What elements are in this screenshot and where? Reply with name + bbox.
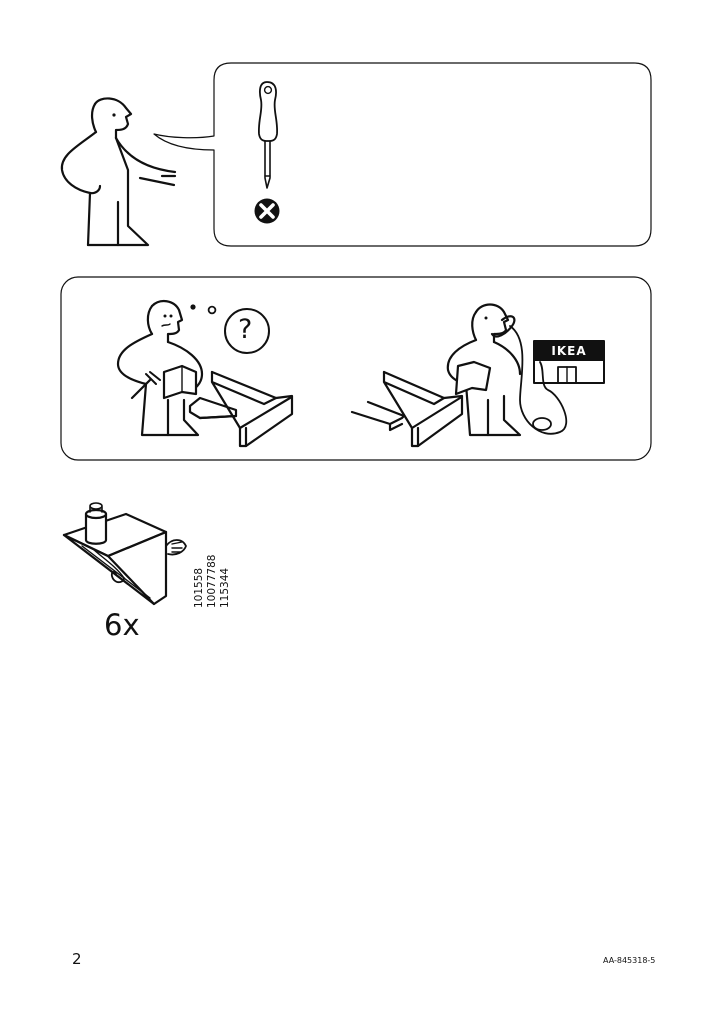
part-number-2: 10077788: [206, 554, 218, 608]
store-sign-label: IKEA: [551, 344, 587, 358]
document-id: AA-845318-5: [603, 956, 656, 965]
part-number-3: 115344: [219, 567, 231, 608]
eye-dot: [112, 113, 116, 117]
part-number-1: 101558: [193, 567, 205, 608]
question-mark: ?: [238, 314, 253, 345]
page-number: 2: [72, 950, 82, 968]
part-quantity: 6x: [104, 608, 140, 642]
